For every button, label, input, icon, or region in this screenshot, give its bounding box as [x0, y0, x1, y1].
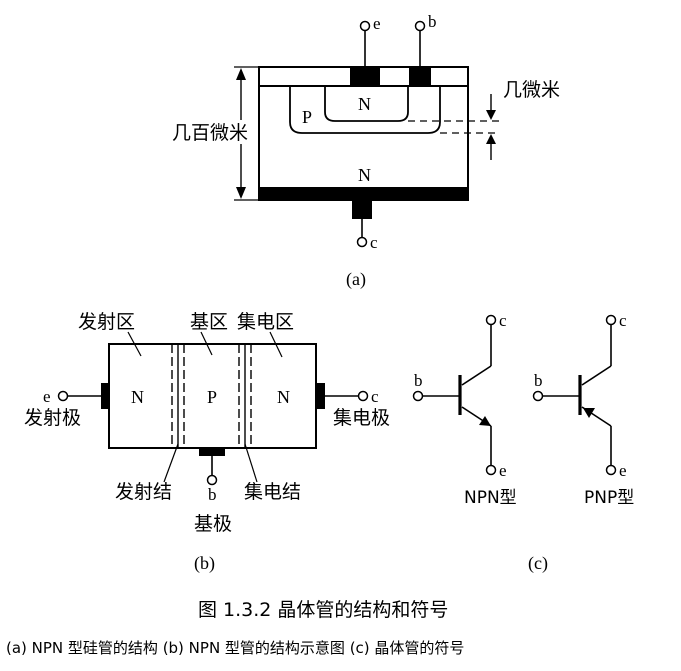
panel-c-label: (c) [528, 553, 548, 574]
emitter-terminal [359, 20, 371, 32]
pnp-collector-diag [581, 365, 612, 386]
pnp-collector-terminal [605, 314, 617, 326]
dim-total-label: 几百微米 [172, 122, 248, 144]
figure-caption: 图 1.3.2 晶体管的结构和符号 [198, 599, 448, 621]
collector-electrode-label: 集电极 [333, 407, 390, 429]
base-region-label: 基区 [190, 311, 228, 333]
pnp-type-label: PNP型 [584, 488, 634, 508]
collector-electrode-terminal [357, 390, 369, 402]
emitter-electrode-terminal [57, 390, 69, 402]
npn-b-label: b [414, 371, 423, 390]
terminal-c-label: c [370, 233, 378, 252]
region-n-left: N [131, 387, 144, 407]
npn-symbol: c b e NPN型 [412, 311, 517, 508]
npn-collector-terminal [485, 314, 497, 326]
emitter-region-leader [127, 331, 142, 357]
base-contact [409, 67, 431, 86]
collector-contact [352, 198, 372, 219]
base-region-leader [200, 331, 213, 356]
pnp-base-terminal [532, 390, 544, 402]
panel-b: N P N 发射区 基区 集电区 e 发射极 c 集电极 b 基极 发射结 集电… [24, 311, 390, 574]
base-electrode-terminal [206, 474, 218, 486]
dim-total-head-top [236, 68, 246, 80]
p-region-outline [289, 86, 441, 134]
region-p-mid: P [207, 387, 217, 407]
base-electrode-label: 基极 [194, 513, 232, 535]
figure-subcaption: (a) NPN 型硅管的结构 (b) NPN 型管的结构示意图 (c) 晶体管的… [6, 639, 464, 657]
collector-metal [259, 187, 468, 200]
npn-base-terminal [412, 390, 424, 402]
collector-junction-leader [244, 443, 258, 483]
region-n-sub: N [358, 165, 371, 185]
panel-a-label: (a) [346, 269, 366, 290]
region-n-top: N [358, 94, 371, 114]
region-n-right: N [277, 387, 290, 407]
pnp-b-label: b [534, 371, 543, 390]
emitter-contact [350, 67, 380, 86]
dim-base-label: 几微米 [503, 79, 560, 101]
base-electrode-pad [199, 448, 225, 456]
collector-junction-label: 集电结 [244, 481, 301, 503]
terminal-e-label: e [373, 14, 381, 33]
npn-emitter-terminal [485, 464, 497, 476]
collector-region-label: 集电区 [237, 311, 294, 333]
npn-c-label: c [499, 311, 507, 330]
npn-type-label: NPN型 [464, 488, 517, 508]
terminal-b-label: b [428, 12, 437, 31]
collector-electrode-pad [316, 383, 325, 409]
pnp-e-label: e [619, 461, 627, 480]
pnp-symbol: c b e PNP型 [532, 311, 634, 508]
collector-region-leader [269, 331, 283, 358]
terminal-e-label-b: e [43, 387, 51, 406]
panel-b-label: (b) [194, 553, 215, 574]
npn-emitter-arrow [479, 416, 491, 426]
panel-a: c e b N P N 几微米 几百微米 (a) [170, 12, 560, 290]
emitter-junction-leader [163, 443, 179, 483]
pnp-c-label: c [619, 311, 627, 330]
base-terminal [414, 20, 426, 32]
terminal-b-label-b: b [208, 485, 217, 504]
emitter-electrode-pad [101, 383, 110, 409]
terminal-c-label-b: c [371, 387, 379, 406]
pnp-emitter-terminal [605, 464, 617, 476]
collector-terminal [356, 236, 368, 248]
n-emitter-outline [324, 86, 409, 122]
emitter-electrode-label: 发射极 [24, 407, 81, 429]
npn-e-label: e [499, 461, 507, 480]
dim-total-head-bottom [236, 187, 246, 199]
region-p: P [302, 107, 312, 127]
pnp-emitter-arrow [583, 408, 595, 418]
panel-c: c b e NPN型 c b [412, 311, 634, 574]
npn-collector-diag [461, 365, 492, 386]
emitter-region-label: 发射区 [78, 311, 135, 333]
dim-total-label-bg [170, 120, 254, 144]
dim-base-arrow-top-head [486, 110, 496, 120]
emitter-junction-label: 发射结 [115, 481, 172, 503]
dim-base-arrow-bottom-head [486, 134, 496, 144]
